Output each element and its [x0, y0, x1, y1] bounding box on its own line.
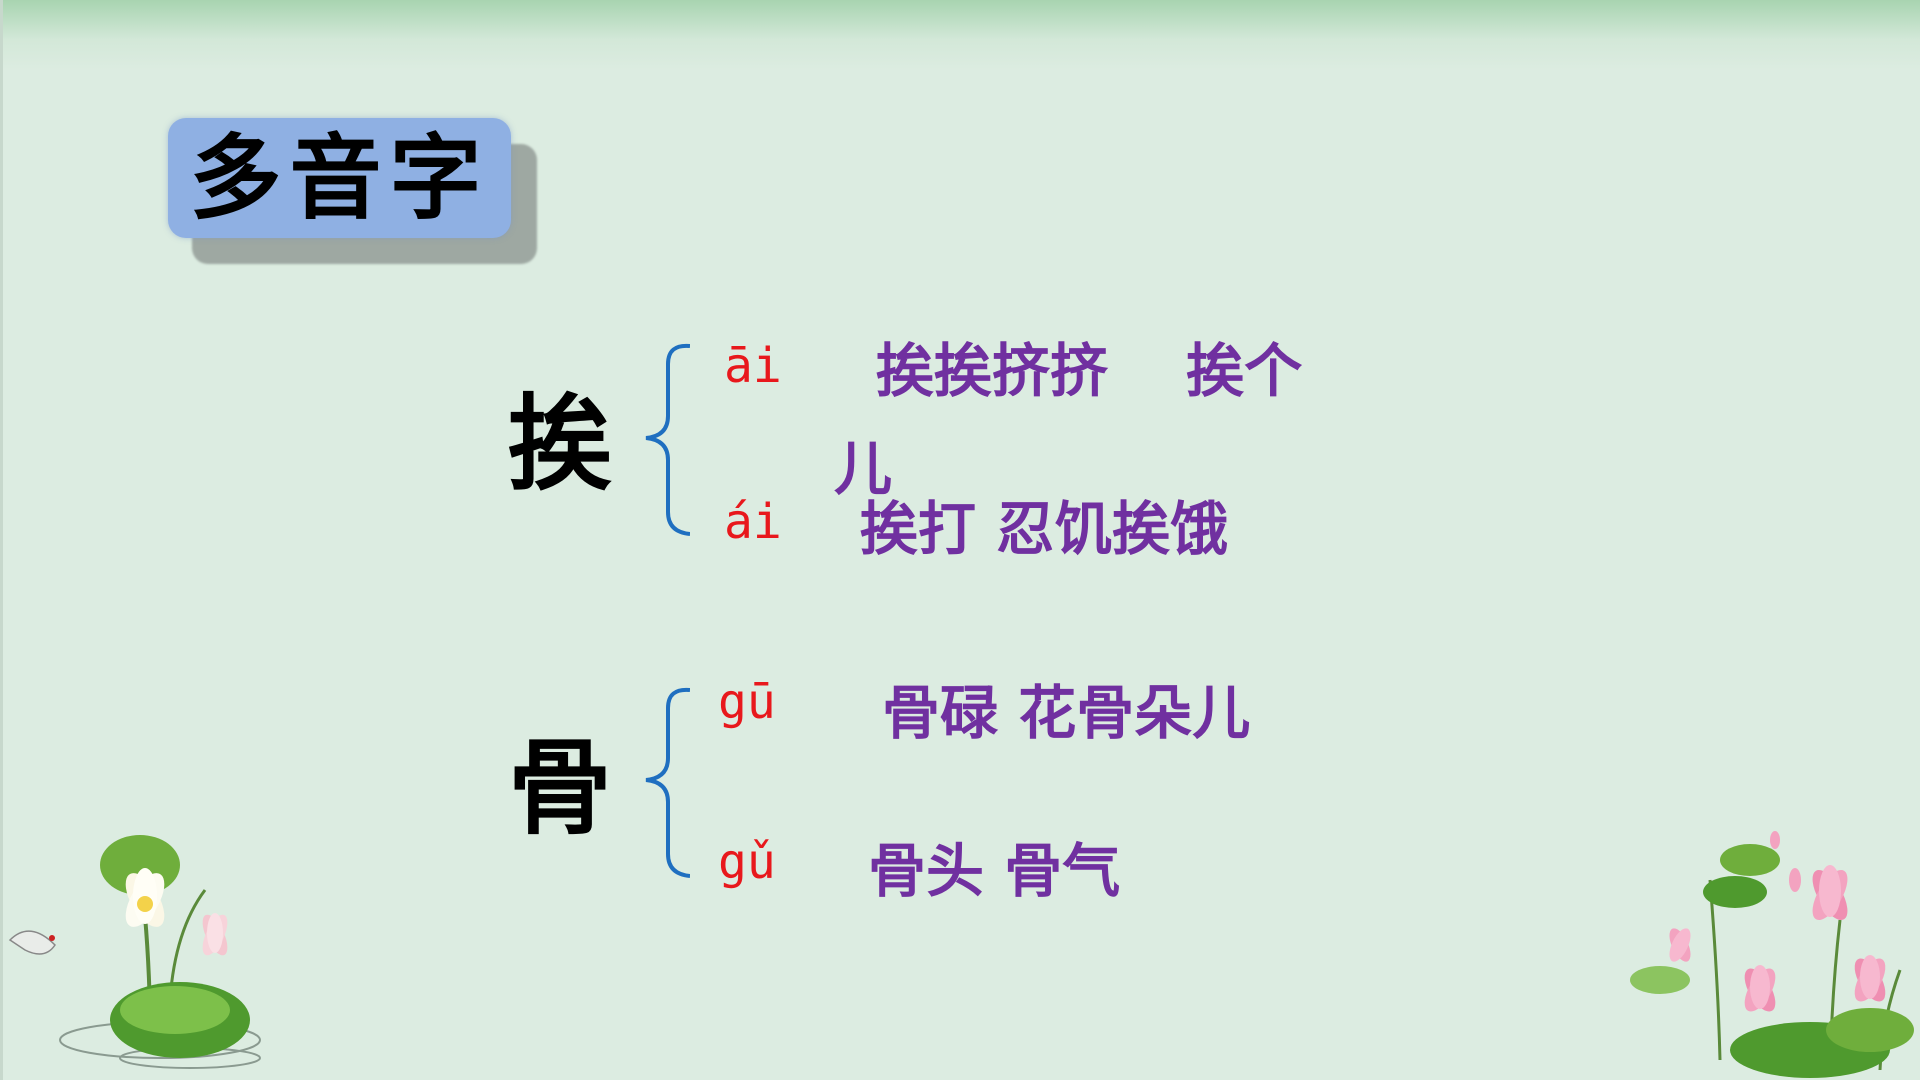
words-ai-2: 挨打 忍饥挨饿 — [860, 495, 1229, 563]
lotus-right-decoration-icon — [1630, 831, 1914, 1078]
slide-edge — [0, 0, 3, 1080]
words-gu-1: 骨碌 花骨朵儿 — [882, 679, 1251, 747]
pinyin-ai-1: āi — [724, 338, 782, 394]
pinyin-ai-2: ái — [724, 494, 782, 550]
polyphone-char-ai: 挨 — [508, 383, 613, 505]
title-box: 多音字 — [168, 118, 511, 238]
words-ai-1-line1: 挨挨挤挤 挨个 — [876, 337, 1303, 405]
pinyin-gu-2: gǔ — [718, 834, 776, 890]
pinyin-gu-1: gū — [718, 674, 776, 730]
words-gu-2: 骨头 骨气 — [868, 837, 1121, 905]
bracket-icon — [645, 687, 690, 878]
words-ai-1-line2: 儿 — [834, 435, 893, 503]
page-title: 多音字 — [189, 124, 490, 232]
bracket-icon — [645, 343, 690, 536]
polyphone-char-gu: 骨 — [508, 727, 613, 849]
lotus-left-decoration-icon — [8, 835, 261, 1069]
